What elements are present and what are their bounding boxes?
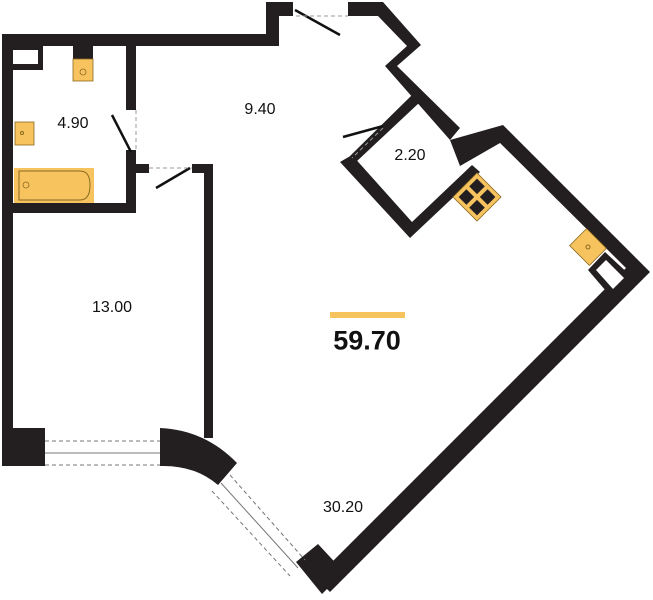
room-area-hallway: 9.40 [244,101,276,118]
room-area-bedroom: 13.00 [91,299,133,316]
fixtures [14,46,607,266]
sink-icon [14,121,35,146]
windows [45,440,306,577]
total-area-accent-bar [330,312,405,318]
stove-icon [452,172,502,222]
toilet-icon [72,46,94,82]
room-area-closet: 2.20 [394,147,426,164]
walls [2,2,650,594]
total-area: 59.70 [333,325,401,356]
room-area-bathroom: 4.90 [57,115,89,132]
doors [110,8,384,190]
kitchen-sink-icon [569,228,607,266]
room-area-kitchen-living: 30.20 [322,499,364,516]
bathtub-icon [14,168,94,203]
